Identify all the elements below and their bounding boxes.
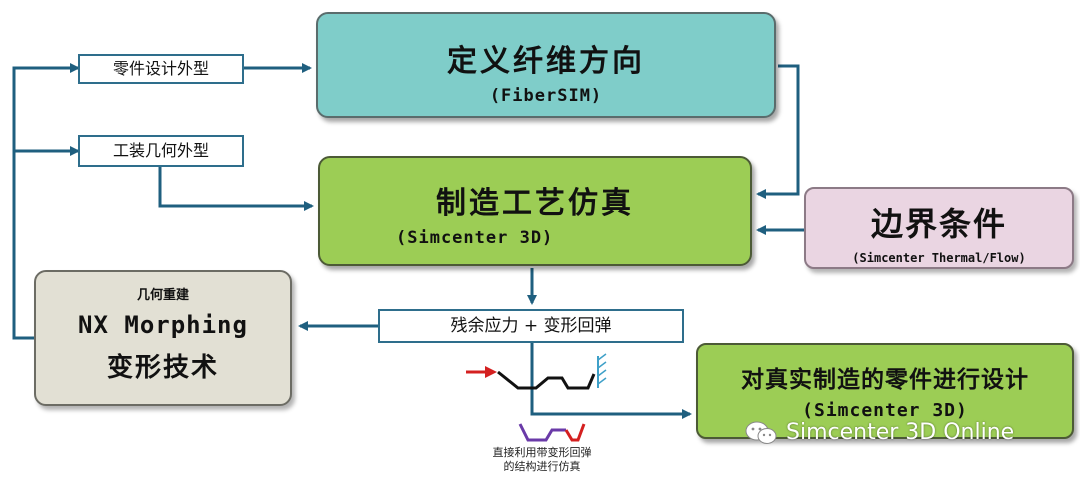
morphing-name: NX Morphing bbox=[78, 311, 248, 339]
design-subtitle: (Simcenter 3D) bbox=[802, 400, 968, 421]
connector-tool-to-sim bbox=[158, 167, 314, 211]
fiber-title: 定义纤维方向 bbox=[447, 44, 645, 79]
watermark: Simcenter 3D Online bbox=[786, 420, 1015, 445]
fiber-direction-box: 定义纤维方向 (FiberSIM) bbox=[316, 12, 776, 118]
tool-shape-label: 工装几何外型 bbox=[78, 135, 244, 167]
fiber-subtitle: (FiberSIM) bbox=[489, 86, 603, 106]
morphing-box: 几何重建 NX Morphing 变形技术 bbox=[34, 270, 292, 406]
deformation-sketch-icon bbox=[466, 353, 607, 442]
connector-morph-loop bbox=[12, 63, 80, 340]
design-title: 对真实制造的零件进行设计 bbox=[741, 367, 1029, 393]
boundary-subtitle: (Simcenter Thermal/Flow) bbox=[852, 251, 1026, 265]
process-simulation-box: 制造工艺仿真 (Simcenter 3D) bbox=[318, 156, 752, 266]
residual-stress-label: 残余应力 + 变形回弹 bbox=[378, 309, 684, 343]
morphing-label: 几何重建 bbox=[136, 288, 189, 303]
boundary-condition-box: 边界条件 (Simcenter Thermal/Flow) bbox=[804, 187, 1074, 269]
simulation-subtitle: (Simcenter 3D) bbox=[396, 228, 554, 248]
morphing-title: 变形技术 bbox=[106, 353, 219, 383]
wechat-icon bbox=[745, 421, 777, 444]
boundary-title: 边界条件 bbox=[870, 205, 1007, 243]
part-shape-label: 零件设计外型 bbox=[78, 54, 244, 84]
sketch-caption: 直接利用带变形回弹 的结构进行仿真 bbox=[482, 446, 602, 474]
caption-line-1: 直接利用带变形回弹 bbox=[492, 446, 592, 459]
connector-residual-to-design bbox=[530, 343, 692, 419]
connector-fiber-to-sim bbox=[756, 64, 800, 199]
simulation-title: 制造工艺仿真 bbox=[436, 186, 634, 221]
caption-line-2: 的结构进行仿真 bbox=[503, 460, 581, 473]
